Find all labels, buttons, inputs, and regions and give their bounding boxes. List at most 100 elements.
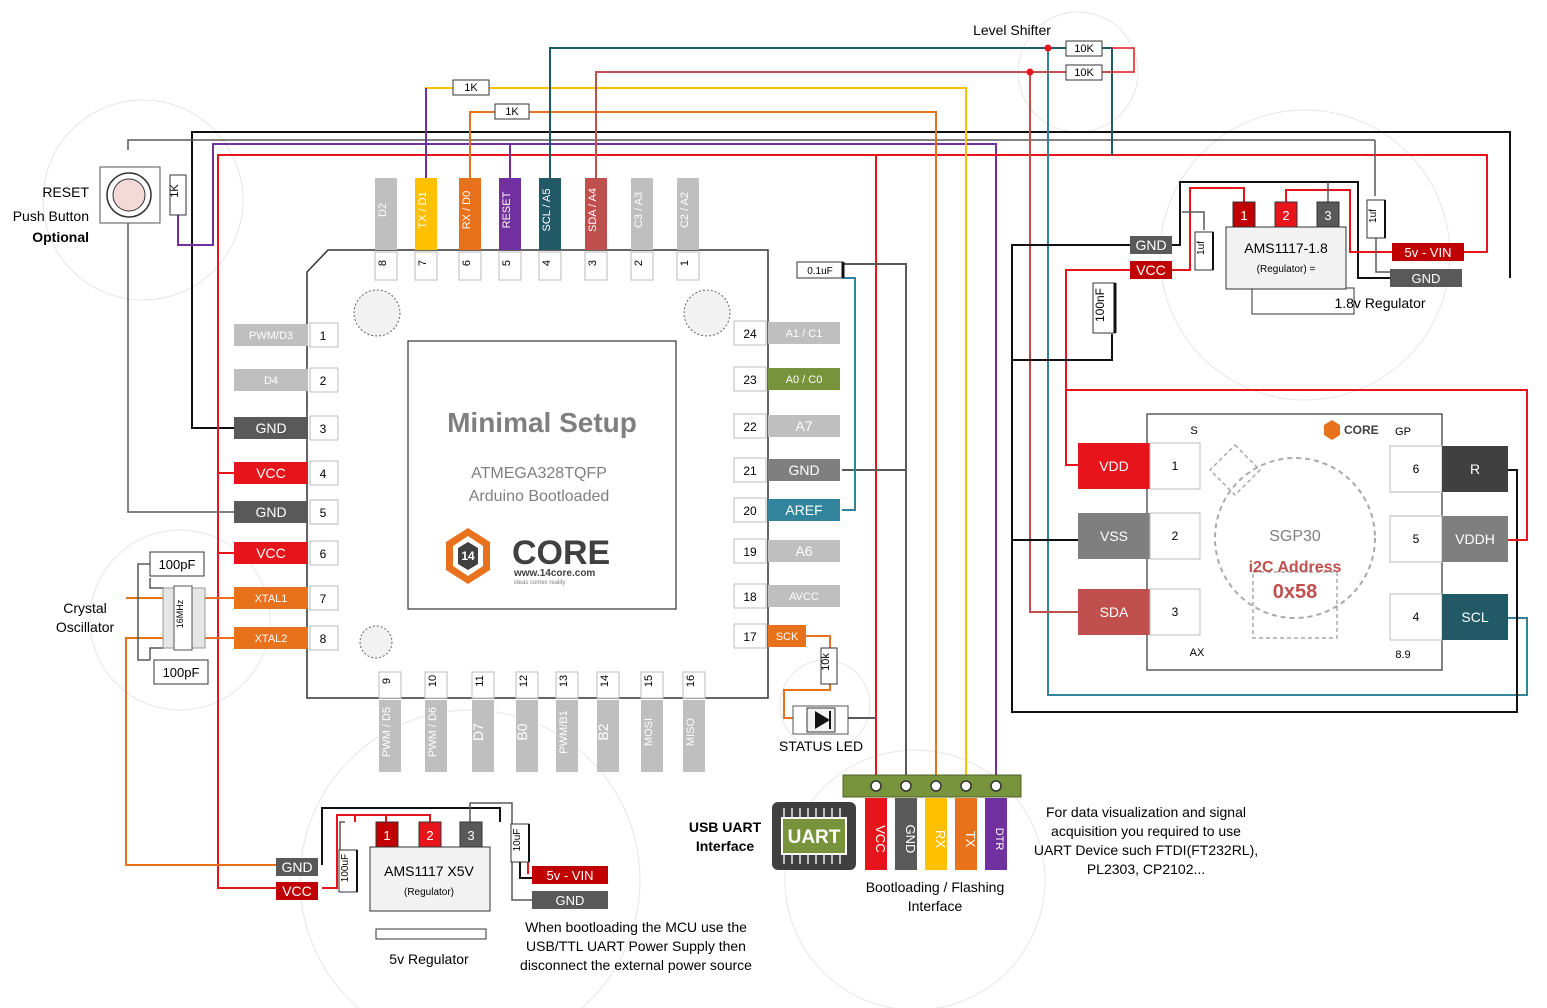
mcu-top-pin-number-box — [498, 251, 522, 281]
resistor-level-1 — [1065, 40, 1103, 57]
viz-line-3: UART Device such FTDI(FT232RL), — [1034, 842, 1258, 858]
sensor-right-pin — [1442, 594, 1508, 640]
note-line-3: disconnect the external power source — [520, 957, 752, 973]
mcu-right-pin-number-box — [733, 413, 767, 439]
reset-label-2: Push Button — [13, 208, 89, 224]
mcu-top-pin — [459, 178, 481, 250]
uart-header — [842, 774, 1022, 798]
sensor-right-pin-label: SCL — [1461, 609, 1488, 625]
crystal-label: 16MHz — [175, 599, 185, 628]
mcu-top-pin-label: C3 / A3 — [633, 192, 645, 228]
crystal-oscillator: 16MHz — [162, 585, 206, 651]
mcu-bottom-pin-number-box — [555, 671, 579, 699]
sensor-tag-ax: AX — [1190, 647, 1205, 659]
mcu-right-pin — [768, 625, 806, 647]
resistor-level-1-label: 10K — [1074, 43, 1094, 55]
crystal-label-1: Crystal — [63, 600, 107, 616]
header-pin-label: GND — [903, 825, 918, 854]
resistor-tx-label: 1K — [464, 82, 478, 94]
mcu-bottom-pin-number-box — [640, 671, 664, 699]
sensor-right-pin-number: 6 — [1413, 462, 1420, 476]
reg18-sub: (Regulator) = — [1257, 264, 1316, 275]
mcu-top-pin — [585, 178, 607, 250]
sensor-right-pin-label: VDDH — [1455, 531, 1495, 547]
mcu-subtitle-1: ATMEGA328TQFP — [471, 465, 607, 482]
mcu-right-pin-label: SCK — [776, 631, 799, 643]
logo-tagline: ideas comes reality — [514, 580, 565, 586]
mcu-left-pin-label: XTAL1 — [255, 593, 288, 605]
mcu-top-pin-number: 8 — [377, 260, 389, 266]
mcu-left-pin-label: D4 — [264, 375, 278, 387]
cap-100uf-label: 100uF — [340, 854, 351, 882]
usb-uart-labels: USB UART Interface — [689, 819, 762, 854]
mcu-right-pin-number: 19 — [743, 545, 757, 559]
mcu-top-pin-label: RESET — [501, 191, 513, 228]
sensor-right-pin-number-box — [1389, 593, 1443, 641]
mcu-right-pin-label: A0 / C0 — [786, 374, 823, 386]
mcu-top-pin — [631, 178, 653, 250]
mcu-right-pin-label: AREF — [785, 502, 822, 518]
mcu-left-pin — [234, 417, 308, 439]
mcu-right-pin-label: GND — [788, 462, 819, 478]
mcu-top-pin-number: 6 — [461, 260, 473, 266]
cap-100nf-label: 100nF — [1093, 288, 1107, 322]
mcu-left-pin — [234, 627, 308, 649]
status-led-label: STATUS LED — [779, 738, 863, 754]
sensor-tag-89: 8.9 — [1395, 649, 1410, 661]
mcu-right-pin-number-box — [733, 457, 767, 483]
sensor-right-pin-number-box — [1389, 515, 1443, 563]
mcu-bottom-pin-number: 13 — [558, 675, 570, 687]
mcu-left-pin-number: 6 — [320, 547, 327, 561]
mcu-right-pin-number: 21 — [743, 464, 757, 478]
resistor-rx — [494, 103, 530, 120]
regulator-5v: 1 2 3 AMS1117 X5V (Regulator) GND VCC 5v… — [276, 821, 608, 967]
reg18-gnd-out: GND — [1412, 271, 1441, 286]
mcu-left-pin-number: 3 — [320, 422, 327, 436]
mcu-right-pin-number: 18 — [743, 590, 757, 604]
reg18-name: AMS1117-1.8 — [1244, 240, 1328, 256]
logo-url: www.14core.com — [513, 568, 595, 579]
mcu-bottom-pin-number: 10 — [427, 675, 439, 687]
sensor-left-pin-label: VDD — [1099, 458, 1129, 474]
sensor-tag-gp: GP — [1395, 426, 1411, 438]
boot-labels: Bootloading / Flashing Interface — [866, 879, 1005, 914]
header-pin — [955, 798, 977, 870]
mcu-right-pin-label: A7 — [795, 418, 812, 434]
mcu-bottom-pin — [683, 700, 705, 772]
mcu-left-pin-label: GND — [255, 504, 286, 520]
usb-uart-label-2: Interface — [696, 838, 755, 854]
crystal-labels: Crystal Oscillator — [56, 600, 115, 635]
boot-label-2: Interface — [908, 898, 963, 914]
sensor-left-pin-number: 1 — [1172, 459, 1179, 473]
reg5-sub: (Regulator) — [404, 887, 454, 898]
reg18-pin-3: 3 — [1324, 208, 1331, 223]
reset-button[interactable] — [99, 166, 161, 224]
header-pin-label: TX — [963, 831, 978, 848]
reg18-caption: 1.8v Regulator — [1334, 295, 1425, 311]
mcu-top-pin-number-box — [414, 251, 438, 281]
reg5-gnd-out: GND — [556, 893, 585, 908]
mcu-top-pin-label: RX / D0 — [461, 191, 473, 230]
mcu-right-pin — [768, 415, 840, 437]
mcu-right-pin-label: A1 / C1 — [786, 328, 823, 340]
mcu-subtitle-2: Arduino Bootloaded — [469, 488, 610, 505]
mcu-bottom-pin — [556, 700, 578, 772]
sensor-right-pin-number: 4 — [1413, 610, 1420, 624]
mcu-right-pin — [768, 499, 840, 521]
mcu-top-pin-number-box — [458, 251, 482, 281]
sensor-right-pin — [1442, 446, 1508, 492]
mcu-left-pin — [234, 501, 308, 523]
reg5-gnd-in: GND — [281, 859, 312, 875]
logo-text: CORE — [512, 534, 610, 572]
mcu-left-pin-number: 5 — [320, 506, 327, 520]
mcu-bottom-pin — [379, 700, 401, 772]
core-logo: 14 CORE www.14core.com ideas comes reali… — [446, 528, 610, 586]
mcu-left-pin — [234, 462, 308, 484]
sensor-right-pin — [1442, 516, 1508, 562]
header-pin-label: DTR — [993, 828, 1005, 851]
sensor-left-pin-number-box — [1149, 588, 1201, 636]
mcu-left-pin — [234, 542, 308, 564]
mcu-right-pin — [768, 368, 840, 390]
mcu-right-pin-label: A6 — [795, 543, 812, 559]
